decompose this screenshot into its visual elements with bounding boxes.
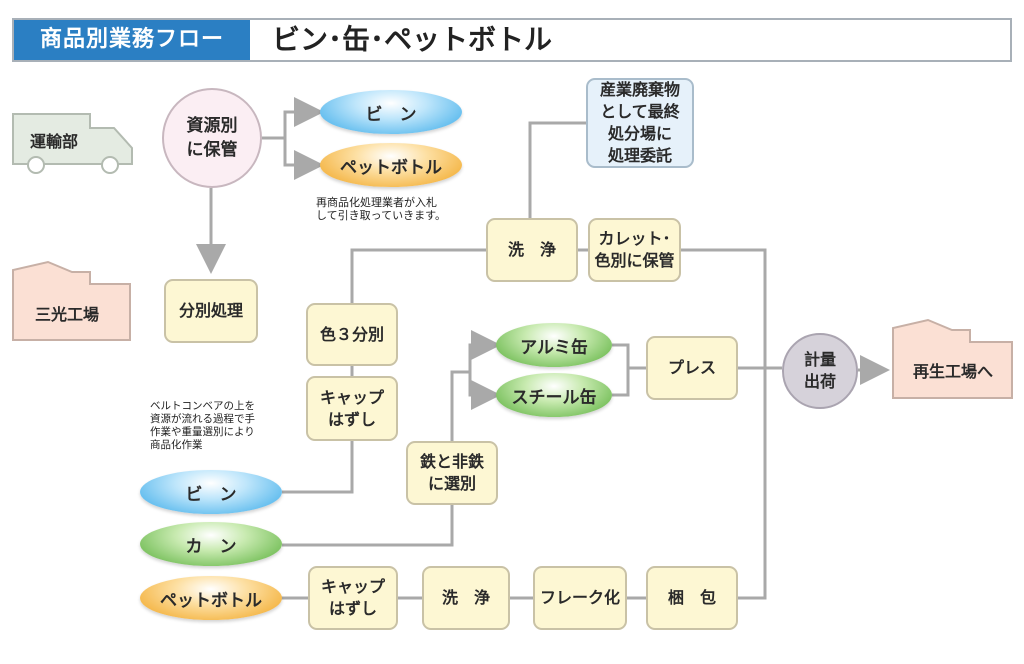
flake-box: フレーク化: [533, 566, 627, 630]
transport-label: 運輸部: [29, 132, 78, 151]
bid-note: 再商品化処理業者が入札 して引き取っていきます。: [316, 196, 447, 222]
bin-pill-bottom: ビ ン: [140, 470, 282, 514]
factory-label: 三光工場: [34, 305, 99, 324]
ship-circle: 計量 出荷: [782, 333, 858, 409]
pet-pill-top: ペットボトル: [320, 143, 462, 187]
cap-off-box-middle: キャップ はずし: [306, 376, 398, 441]
metal-sort-box: 鉄と非鉄 に選別: [406, 441, 498, 505]
belt-note: ベルトコンベアの上を 資源が流れる過程で手 作業や重量選別により 商品化作業: [150, 400, 255, 451]
color-sort-box: 色３分別: [306, 303, 398, 366]
pet-pill-bottom: ペットボトル: [140, 576, 282, 620]
bin-pill-top: ビ ン: [320, 90, 462, 134]
header-tag: 商品別業務フロー: [14, 20, 250, 60]
page-title: ビン･缶･ペットボトル: [272, 23, 553, 56]
page-header: 商品別業務フロー ビン･缶･ペットボトル: [12, 18, 1012, 62]
disposal-box: 産業廃棄物 として最終 処分場に 処理委託: [586, 78, 694, 168]
wash-box-top: 洗 浄: [486, 218, 578, 282]
recycle-factory-label: 再生工場へ: [912, 362, 993, 381]
steel-pill: スチール缶: [496, 373, 612, 417]
recycle-factory-icon: [892, 318, 1013, 399]
cullet-box: カレット･ 色別に保管: [588, 218, 681, 282]
cap-off-box-bottom: キャップ はずし: [308, 566, 398, 630]
aluminum-pill: アルミ缶: [496, 323, 612, 367]
truck-icon: [12, 113, 133, 174]
separation-box: 分別処理: [164, 279, 258, 343]
pack-box: 梱 包: [646, 566, 738, 630]
storage-circle: 資源別 に保管: [162, 88, 262, 188]
factory-icon: [12, 260, 131, 341]
press-box: プレス: [646, 336, 738, 400]
wash-box-bottom: 洗 浄: [422, 566, 510, 630]
can-pill-bottom: カ ン: [140, 522, 282, 566]
